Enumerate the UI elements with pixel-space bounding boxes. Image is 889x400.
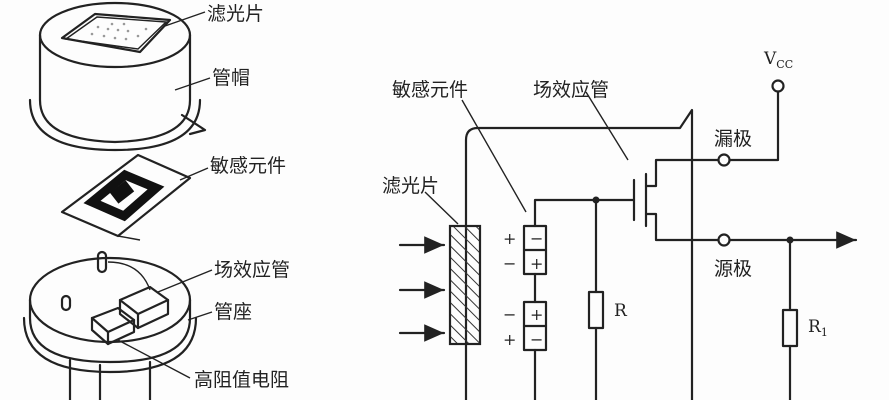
resistor-r	[587, 290, 605, 330]
vcc-terminal	[771, 79, 785, 93]
label-vcc: VCC	[763, 49, 793, 71]
label-filter: 滤光片	[207, 3, 264, 25]
leader-base	[187, 311, 213, 321]
leader-cap	[174, 77, 211, 91]
source-terminal	[717, 233, 731, 247]
label-high-resistor: 高阻值电阻	[194, 369, 289, 391]
gate-wire	[533, 198, 636, 228]
polarity-minus: −	[530, 229, 543, 248]
label-drain: 漏极	[714, 128, 752, 150]
label-fet-right: 场效应管	[533, 79, 609, 101]
label-base: 管座	[214, 301, 252, 323]
vcc-sub: CC	[776, 58, 793, 71]
r1-sub: 1	[821, 326, 828, 339]
drain-terminal	[717, 153, 731, 167]
polarity-plus: +	[503, 330, 516, 349]
fet-symbol	[632, 158, 720, 242]
drain-wire	[728, 90, 780, 162]
label-r: R	[614, 301, 628, 321]
housing-outline	[464, 108, 694, 400]
polarity-plus: +	[530, 254, 543, 273]
label-fet: 场效应管	[214, 259, 290, 281]
polarity-plus: +	[530, 305, 543, 324]
label-cap: 管帽	[212, 67, 250, 89]
leader-resistor	[117, 339, 191, 379]
vcc-main: V	[763, 49, 777, 69]
label-r1: R1	[808, 317, 828, 339]
leader-sensor	[179, 167, 209, 181]
label-sensor-element-right: 敏感元件	[392, 79, 468, 101]
base-drawing	[22, 250, 198, 400]
leader-filter	[164, 11, 206, 27]
polarity-minus: −	[503, 305, 516, 324]
label-sensor-element: 敏感元件	[210, 155, 286, 177]
leader-filter-right	[424, 191, 459, 225]
r1-main: R	[808, 317, 822, 337]
filter-window	[448, 224, 482, 346]
leader-sensor-right	[461, 99, 527, 213]
cap-drawing	[28, 1, 207, 152]
polarity-minus: −	[530, 330, 543, 349]
leader-fet	[157, 269, 213, 293]
exploded-view: 滤光片 管帽 敏感元件 场效应管 管座 高阻值电阻	[22, 1, 290, 400]
leader-fet-right	[585, 91, 629, 161]
polarity-minus: −	[503, 254, 516, 273]
circuit-schematic: − + + − + − − +	[382, 49, 858, 400]
label-filter-right: 滤光片	[382, 175, 439, 197]
label-source: 源极	[714, 258, 752, 280]
resistor-r1	[781, 308, 799, 348]
polarity-plus: +	[503, 229, 516, 248]
sensor-element-drawing	[60, 153, 192, 241]
